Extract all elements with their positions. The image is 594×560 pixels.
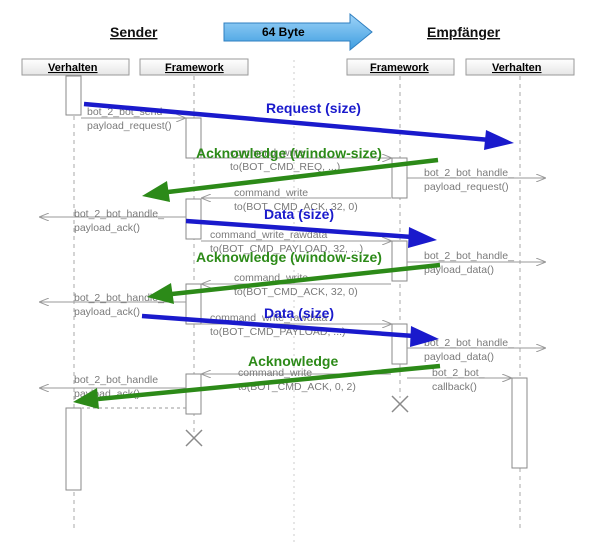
msg-handle-ack-2a: bot_2_bot_handle_ bbox=[74, 292, 164, 304]
lifeline-label: Verhalten bbox=[48, 62, 98, 74]
msg-handle-data-2a: bot_2_bot_handle_ bbox=[424, 337, 514, 349]
msg-handle-data-2b: payload_data() bbox=[424, 351, 494, 363]
lifeline-sender-framework: Framework bbox=[139, 58, 249, 76]
label-request: Request (size) bbox=[266, 100, 361, 116]
message-arrows bbox=[40, 118, 545, 409]
label-data-1: Data (size) bbox=[264, 206, 334, 222]
msg-req-1: command_write bbox=[230, 147, 304, 159]
msg-raw-1b: to(BOT_CMD_PAYLOAD, 32, ...) bbox=[210, 243, 363, 255]
msg-handle-ack-1a: bot_2_bot_handle_ bbox=[74, 208, 164, 220]
lifeline-label: Verhalten bbox=[492, 62, 542, 74]
msg-ack-3a: command_write bbox=[238, 367, 312, 379]
sender-header: Sender bbox=[110, 24, 158, 40]
msg-handle-req-2: payload_request() bbox=[424, 181, 509, 193]
msg-ack-1b: to(BOT_CMD_ACK, 32, 0) bbox=[234, 201, 358, 213]
msg-callback-1: bot_2_bot_ bbox=[432, 367, 485, 379]
msg-send-2: payload_request() bbox=[87, 120, 172, 132]
label-ack-final: Acknowledge bbox=[248, 353, 338, 369]
lifeline-receiver-behavior: Verhalten bbox=[465, 58, 575, 76]
lifeline-receiver-framework: Framework bbox=[346, 58, 455, 76]
label-ack-window-1: Acknowledge (window-size) bbox=[196, 145, 382, 161]
msg-raw-1a: command_write_rawdata bbox=[210, 229, 327, 241]
msg-ack-2b: to(BOT_CMD_ACK, 32, 0) bbox=[234, 286, 358, 298]
lifeline-sender-behavior: Verhalten bbox=[21, 58, 130, 76]
msg-callback-2: callback() bbox=[432, 381, 477, 393]
msg-handle-data-1a: bot_2_bot_handle_ bbox=[424, 250, 514, 262]
overlay-labels: Request (size) Acknowledge (window-size)… bbox=[196, 100, 382, 369]
lifeline-label: Framework bbox=[370, 62, 430, 74]
label-ack-window-2: Acknowledge (window-size) bbox=[196, 249, 382, 265]
msg-handle-ack-2b: payload_ack() bbox=[74, 306, 140, 318]
receiver-header: Empfänger bbox=[427, 24, 501, 40]
destroy-markers bbox=[185, 395, 409, 447]
label-data-2: Data (size) bbox=[264, 305, 334, 321]
msg-handle-req-1: bot_2_bot_handle_ bbox=[424, 167, 514, 179]
msg-handle-ack-1b: payload_ack() bbox=[74, 222, 140, 234]
banner-label: 64 Byte bbox=[262, 25, 305, 39]
lifeline-label: Framework bbox=[165, 62, 225, 74]
overlay-arrows bbox=[73, 101, 514, 409]
msg-handle-ack-3a: bot_2_bot_handle bbox=[74, 374, 158, 386]
msg-req-2: to(BOT_CMD_REQ, ...) bbox=[230, 161, 340, 173]
banner-arrow: 64 Byte bbox=[223, 12, 373, 52]
msg-handle-data-1b: payload_data() bbox=[424, 264, 494, 276]
msg-ack-1a: command_write bbox=[234, 187, 308, 199]
